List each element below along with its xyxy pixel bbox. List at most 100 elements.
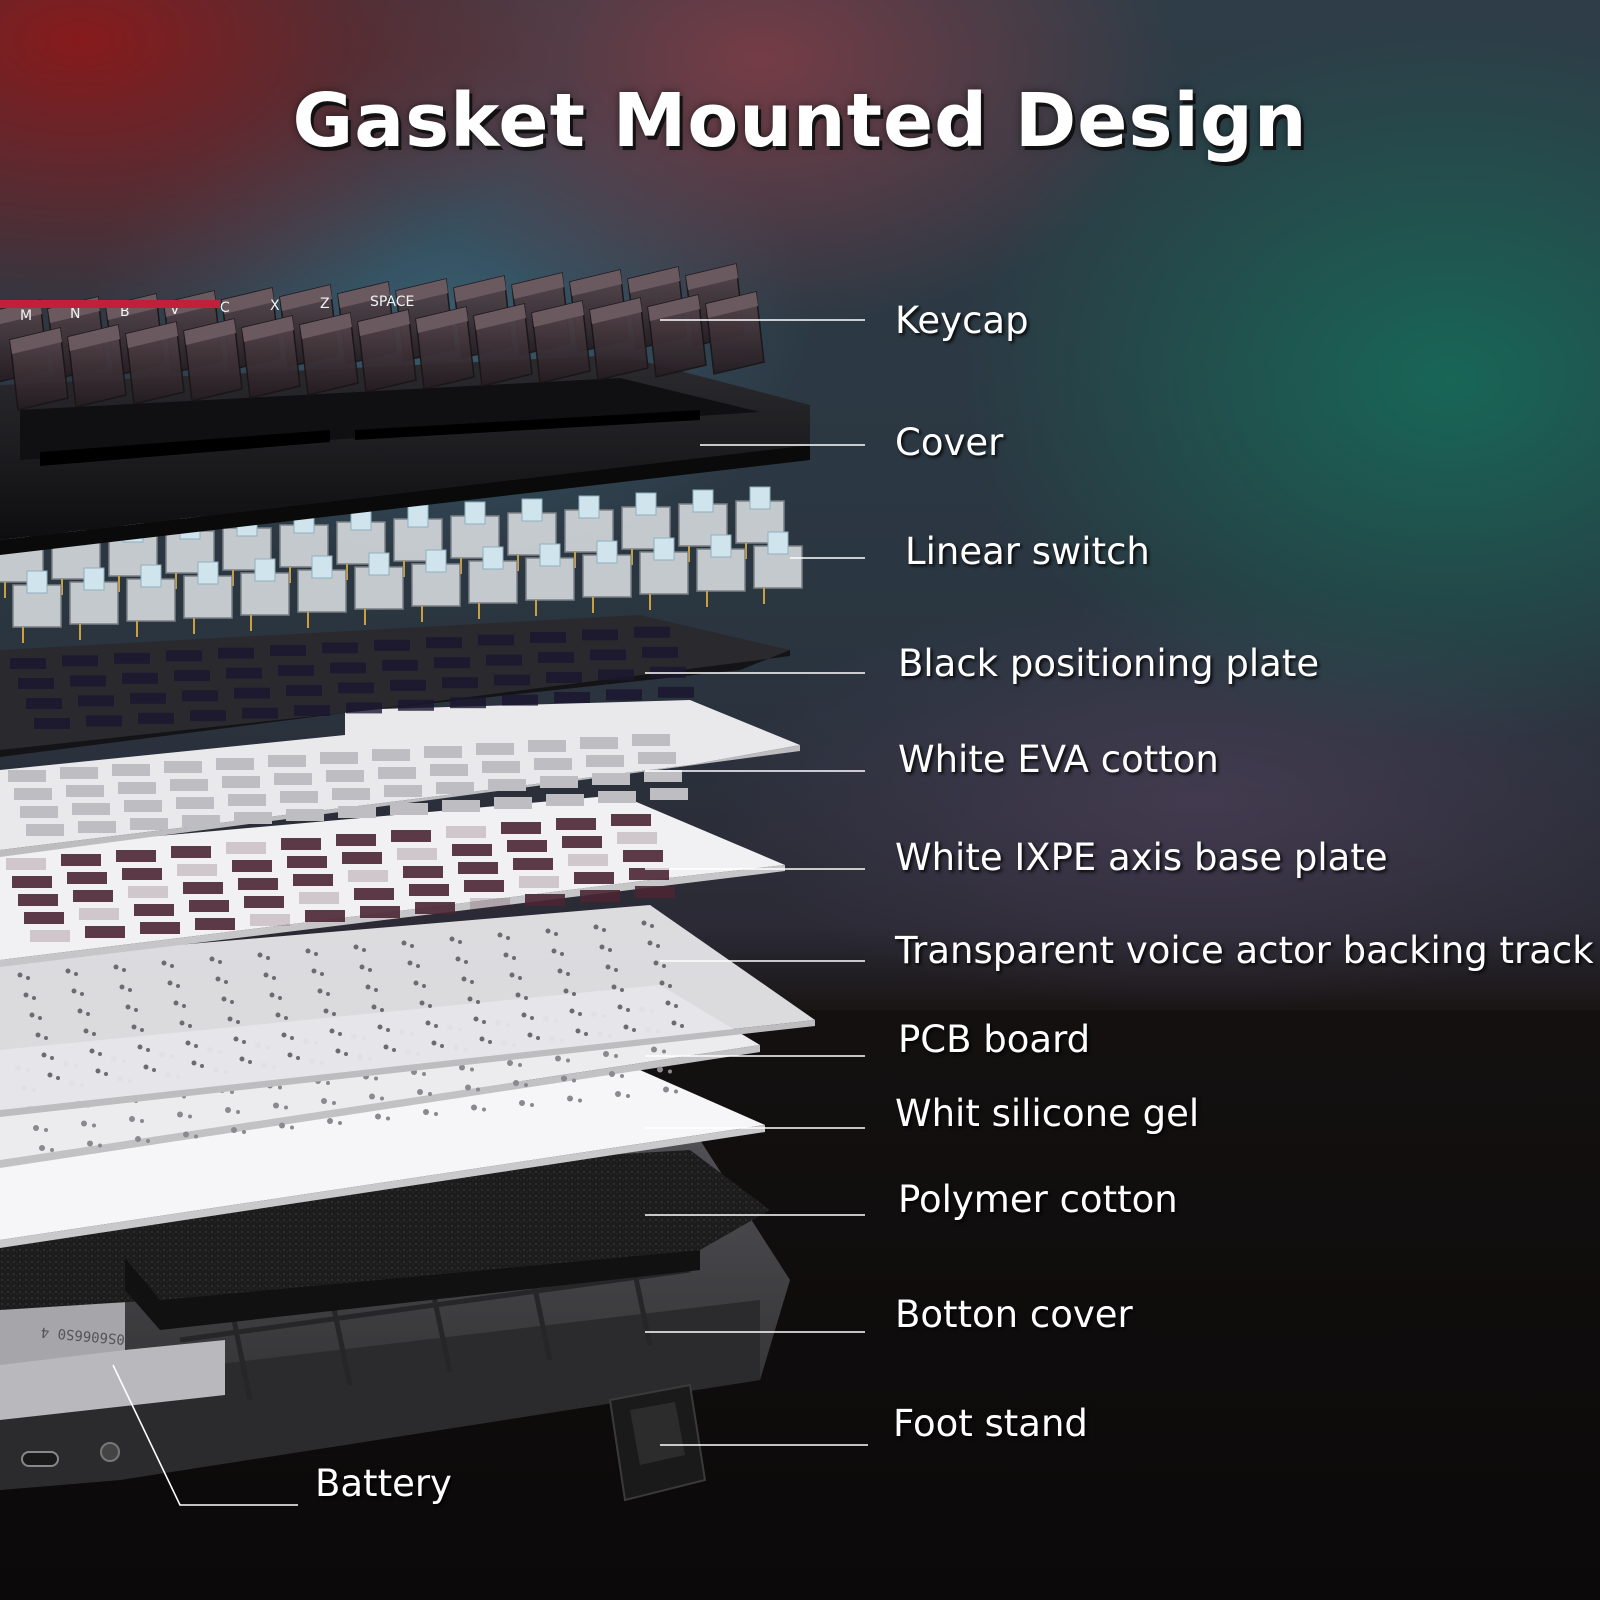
track-dot xyxy=(182,1004,186,1008)
eva-cutout xyxy=(72,803,110,815)
eva-cutout xyxy=(338,806,376,818)
track-dot xyxy=(650,924,654,928)
track-dot xyxy=(419,1000,425,1006)
ixpe-cutout xyxy=(85,926,125,938)
plate-cutout xyxy=(502,694,538,706)
track-dot xyxy=(200,1064,204,1068)
track-dot xyxy=(326,992,330,996)
track-dot xyxy=(659,980,665,986)
pcb-dot xyxy=(140,1119,144,1123)
track-dot xyxy=(620,988,624,992)
track-dot xyxy=(113,964,119,970)
track-dot xyxy=(572,992,576,996)
plate-cutout xyxy=(234,687,270,699)
pcb-dot xyxy=(39,1145,45,1151)
track-dot xyxy=(218,960,222,964)
ixpe-cutout xyxy=(238,878,278,890)
track-dot xyxy=(92,1032,96,1036)
track-dot xyxy=(626,1008,630,1012)
track-dot xyxy=(230,1000,234,1004)
pcb-dot xyxy=(380,1096,384,1101)
track-dot xyxy=(425,1020,431,1026)
ixpe-cutout xyxy=(354,888,394,900)
track-dot xyxy=(41,1052,47,1058)
switch xyxy=(69,567,119,640)
track-dot xyxy=(662,964,666,968)
label-transparent-voice-actor-backing-track: Transparent voice actor backing track xyxy=(895,929,1594,972)
pcb-dot xyxy=(476,1087,480,1092)
pcb-dot xyxy=(567,1095,573,1102)
track-dot xyxy=(80,992,84,996)
track-dot xyxy=(233,1036,239,1042)
keycap xyxy=(67,324,127,408)
track-dot xyxy=(335,1048,341,1054)
eva-cutout xyxy=(580,737,618,749)
pcb-dot xyxy=(651,1046,657,1053)
eva-cutout xyxy=(598,791,636,803)
track-dot xyxy=(185,1040,191,1046)
plate-cutout xyxy=(278,665,314,676)
track-dot xyxy=(50,1056,54,1060)
track-dot xyxy=(242,1040,246,1044)
track-dot xyxy=(560,952,564,956)
eva-cutout xyxy=(222,776,260,788)
track-dot xyxy=(605,964,611,970)
track-dot xyxy=(674,1004,678,1008)
plate-cutout xyxy=(34,718,70,729)
keycap xyxy=(473,303,533,387)
pcb-dot xyxy=(561,1075,567,1082)
track-dot xyxy=(503,952,509,958)
plate-cutout xyxy=(242,707,278,719)
eva-cutout xyxy=(170,779,208,791)
pcb-dot xyxy=(332,1101,336,1105)
eva-cutout xyxy=(176,797,214,809)
track-dot xyxy=(56,1076,60,1080)
track-dot xyxy=(461,976,467,982)
plate-cutout xyxy=(18,678,54,689)
pcb-dot xyxy=(465,1084,471,1091)
eva-cutout xyxy=(112,764,150,776)
eva-cutout xyxy=(494,797,532,809)
track-dot xyxy=(44,1036,48,1040)
ixpe-cutout xyxy=(348,870,388,882)
plate-cutout xyxy=(218,647,254,659)
keycap xyxy=(125,321,185,405)
track-dot xyxy=(593,924,599,930)
track-dot xyxy=(65,968,71,974)
track-dot xyxy=(488,1040,492,1044)
track-dot xyxy=(647,940,653,946)
pcb-dot xyxy=(225,1107,231,1113)
track-dot xyxy=(17,972,23,978)
ixpe-cutout xyxy=(580,890,620,902)
ixpe-cutout xyxy=(458,862,498,874)
eva-cutout xyxy=(384,785,422,797)
eva-cutout xyxy=(476,743,514,755)
track-dot xyxy=(332,1012,336,1016)
plate-cutout xyxy=(598,669,634,681)
eva-cutout xyxy=(632,734,670,746)
plate-cutout xyxy=(26,698,62,709)
ixpe-cutout xyxy=(134,904,174,916)
ixpe-base-plate-layer xyxy=(0,795,785,967)
track-dot xyxy=(194,1044,198,1048)
eva-cutout xyxy=(14,788,52,800)
pcb-dot xyxy=(513,1080,519,1086)
pcb-dot xyxy=(482,1107,486,1112)
track-dot xyxy=(455,956,461,962)
track-dot xyxy=(527,1032,533,1038)
pcb-dot xyxy=(236,1110,240,1114)
ixpe-cutout xyxy=(30,930,70,942)
pcb-dot xyxy=(422,1072,426,1076)
pcb-dot xyxy=(578,1098,582,1103)
ixpe-cutout xyxy=(519,876,559,888)
label-linear-switch: Linear switch xyxy=(905,530,1150,573)
plate-cutout xyxy=(486,654,522,666)
eva-cutout xyxy=(528,740,566,752)
plate-cutout xyxy=(190,710,226,722)
eva-cutout xyxy=(592,773,630,785)
pcb-dot xyxy=(530,1103,534,1107)
plate-cutout xyxy=(434,657,470,669)
ixpe-cutout xyxy=(232,860,272,872)
eva-cutout xyxy=(442,800,480,812)
